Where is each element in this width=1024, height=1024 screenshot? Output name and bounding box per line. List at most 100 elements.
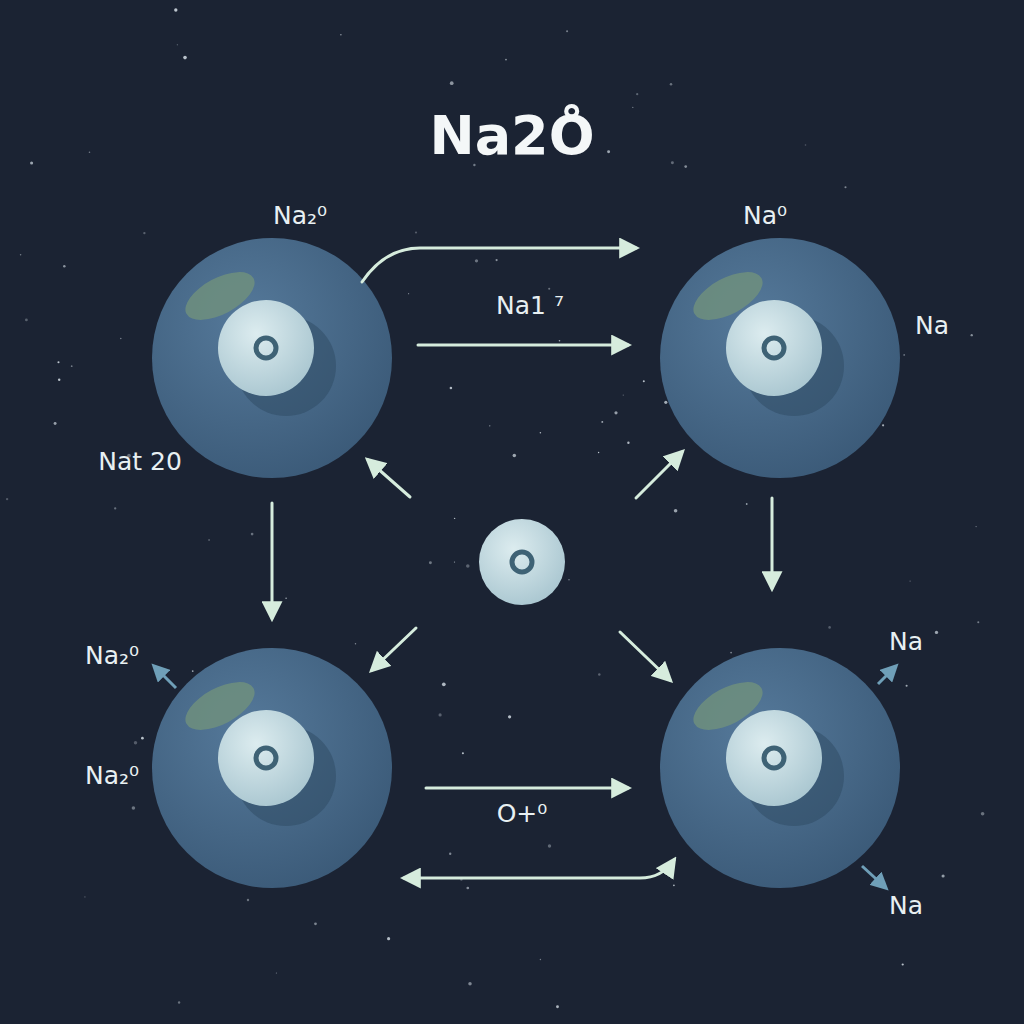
atom-label: O+⁰ — [497, 800, 548, 828]
star-dot — [114, 507, 116, 509]
star-dot — [134, 741, 137, 744]
star-dot — [208, 539, 210, 541]
star-dot — [177, 44, 178, 45]
star-dot — [314, 922, 317, 925]
star-dot — [548, 288, 550, 290]
atom-label: Na — [889, 628, 923, 656]
star-dot — [178, 1001, 180, 1003]
star-dot — [607, 150, 610, 153]
star-dot — [844, 186, 846, 188]
star-dot — [942, 874, 945, 877]
star-dot — [556, 1005, 559, 1008]
star-dot — [632, 107, 633, 108]
star-dot — [285, 598, 287, 600]
star-dot — [882, 424, 884, 426]
star-dot — [540, 432, 542, 434]
atom-label: Na — [889, 892, 923, 920]
star-dot — [57, 361, 59, 363]
atom-label: Na⁰ — [743, 202, 787, 230]
atom-spheres — [152, 238, 900, 888]
star-dot — [505, 59, 507, 61]
star-dot — [25, 319, 28, 322]
star-dot — [466, 887, 469, 890]
star-dot — [454, 518, 455, 519]
star-dot — [89, 152, 91, 154]
arrows — [272, 248, 772, 878]
star-dot — [902, 963, 904, 965]
star-dot — [981, 812, 985, 816]
star-dot — [508, 715, 511, 718]
star-dot — [141, 737, 144, 740]
star-dot — [462, 752, 464, 754]
star-dot — [903, 354, 905, 356]
star-dot — [143, 232, 145, 234]
star-dot — [643, 380, 645, 382]
star-dot — [6, 498, 8, 500]
atom-label: Na — [915, 312, 949, 340]
star-dot — [450, 81, 454, 85]
star-dot — [454, 561, 455, 562]
star-dot — [442, 682, 446, 686]
star-dot — [439, 713, 442, 716]
star-dot — [63, 265, 66, 268]
atom-label: Na₂⁰ — [273, 202, 327, 230]
star-dot — [120, 338, 121, 339]
star-dot — [674, 509, 678, 513]
star-dot — [568, 579, 570, 581]
star-dot — [192, 670, 194, 672]
star-dot — [614, 411, 617, 414]
star-dot — [909, 580, 910, 581]
star-dot — [598, 673, 600, 675]
star-dot — [971, 334, 973, 336]
star-dot — [84, 896, 85, 897]
star-dot — [559, 340, 561, 342]
star-dot — [58, 378, 60, 380]
small-arrows — [154, 666, 896, 888]
star-dot — [429, 561, 432, 564]
star-dot — [54, 422, 57, 425]
star-dot — [415, 231, 417, 233]
star-dot — [450, 387, 453, 390]
star-dot — [489, 425, 490, 426]
star-dot — [340, 34, 341, 35]
atom-label: Na₂⁰ — [85, 762, 139, 790]
star-dot — [636, 93, 638, 95]
star-dot — [71, 365, 73, 367]
star-dot — [684, 165, 687, 168]
star-dot — [671, 161, 674, 164]
star-dot — [664, 401, 667, 404]
star-dot — [828, 626, 831, 629]
star-dot — [408, 293, 409, 294]
atom-label: Nat 20 — [98, 448, 182, 476]
star-dot — [276, 972, 277, 973]
star-dot — [975, 526, 976, 527]
star-dot — [247, 899, 249, 901]
star-dot — [598, 452, 599, 453]
star-dot — [540, 959, 541, 960]
star-dot — [513, 454, 517, 458]
star-dot — [495, 259, 497, 261]
star-dot — [566, 30, 568, 32]
star-dot — [601, 421, 603, 423]
star-dot — [623, 394, 624, 395]
star-dot — [387, 937, 390, 940]
diagram-title: Na2O̊ — [429, 106, 594, 165]
star-dot — [730, 652, 732, 654]
atom-label: Na1 ⁷ — [496, 292, 564, 320]
star-dot — [132, 806, 136, 810]
star-dot — [20, 254, 22, 256]
star-dot — [977, 621, 979, 623]
star-dot — [466, 564, 470, 568]
star-dot — [30, 161, 33, 164]
star-dot — [935, 631, 938, 634]
star-dot — [251, 533, 254, 536]
star-dot — [627, 442, 629, 444]
star-dot — [449, 853, 451, 855]
star-dot — [906, 685, 908, 687]
star-dot — [468, 982, 472, 986]
star-dot — [355, 643, 356, 644]
star-dot — [475, 259, 478, 262]
atom-label: Na₂⁰ — [85, 642, 139, 670]
star-dot — [805, 144, 807, 146]
